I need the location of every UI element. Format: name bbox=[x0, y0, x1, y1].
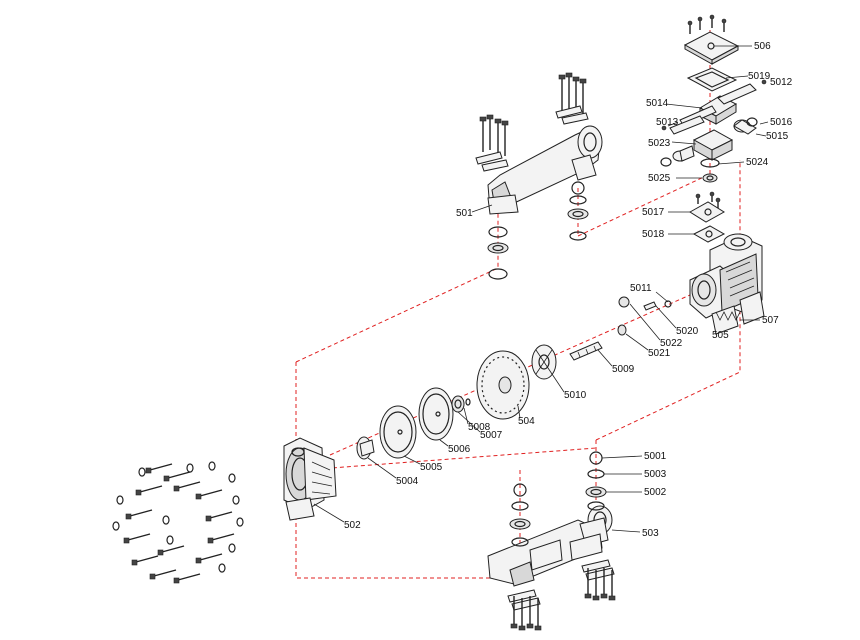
pilot-cover-5017 bbox=[689, 191, 725, 223]
label-5020: 5020 bbox=[676, 326, 699, 337]
label-5025: 5025 bbox=[648, 173, 671, 184]
spool-5013 bbox=[669, 115, 705, 135]
label-5008: 5008 bbox=[468, 422, 491, 433]
diaphragm-504 bbox=[476, 350, 530, 420]
label-5010: 5010 bbox=[564, 390, 587, 401]
label-5004: 5004 bbox=[396, 476, 419, 487]
label-5024: 5024 bbox=[746, 157, 769, 168]
label-5002: 5002 bbox=[644, 487, 667, 498]
label-5022: 5022 bbox=[660, 338, 683, 349]
outer-plate-5004 bbox=[356, 436, 375, 460]
label-5005: 5005 bbox=[420, 462, 443, 473]
label-5023: 5023 bbox=[648, 138, 671, 149]
label-501: 501 bbox=[456, 208, 473, 219]
callout-labels: 501 506 5019 5012 5014 5013 5016 5015 50… bbox=[344, 41, 793, 539]
label-5014: 5014 bbox=[646, 98, 669, 109]
upper-manifold-501 bbox=[487, 125, 603, 215]
label-505: 505 bbox=[712, 330, 729, 341]
muffler bbox=[660, 145, 695, 167]
flow-line-upper-right bbox=[577, 174, 709, 237]
upper-left-seat-stack bbox=[487, 181, 589, 280]
valve-block-5023 bbox=[692, 129, 734, 161]
valve-cover-screws bbox=[687, 14, 727, 34]
back-up-diaphragm-5005 bbox=[379, 405, 417, 459]
label-5007: 5007 bbox=[480, 430, 503, 441]
flow-line-upper-left bbox=[295, 205, 499, 363]
lower-manifold-bolts bbox=[507, 559, 616, 631]
gasket-5018 bbox=[692, 225, 726, 243]
label-504: 504 bbox=[518, 416, 535, 427]
label-5018: 5018 bbox=[642, 229, 665, 240]
label-5013: 5013 bbox=[656, 117, 679, 128]
label-5006: 5006 bbox=[448, 444, 471, 455]
label-5011: 5011 bbox=[630, 283, 652, 294]
callout-leaders bbox=[313, 45, 769, 533]
upper-manifold-bolts bbox=[475, 72, 589, 172]
air-valve-assembly bbox=[660, 14, 767, 243]
flow-line-left bbox=[295, 362, 525, 579]
diaphragm-5006 bbox=[418, 387, 454, 441]
lower-manifold-503 bbox=[487, 505, 613, 587]
label-507: 507 bbox=[762, 315, 779, 326]
inner-plate-5008 bbox=[451, 395, 471, 413]
label-5016: 5016 bbox=[770, 117, 793, 128]
spring-507 bbox=[715, 311, 741, 321]
label-5009: 5009 bbox=[612, 364, 635, 375]
label-5019: 5019 bbox=[748, 71, 771, 82]
assembly-flow-lines bbox=[295, 30, 741, 580]
label-5021: 5021 bbox=[648, 348, 671, 359]
label-5012: 5012 bbox=[770, 77, 793, 88]
shaft-5009 bbox=[569, 341, 603, 361]
label-5003: 5003 bbox=[644, 469, 667, 480]
shaft-bushings bbox=[617, 296, 672, 336]
outer-plate-5010 bbox=[531, 344, 557, 380]
label-506: 506 bbox=[754, 41, 771, 52]
clamp-bolt-set bbox=[112, 461, 244, 584]
left-chamber-502 bbox=[283, 437, 337, 521]
end-cap-5015 bbox=[733, 117, 758, 135]
label-5001: 5001 bbox=[644, 451, 667, 462]
label-5015: 5015 bbox=[766, 131, 789, 142]
center-block-505 bbox=[689, 233, 765, 335]
label-5017: 5017 bbox=[642, 207, 665, 218]
lower-seat-stack bbox=[509, 451, 607, 547]
gasket-5019 bbox=[686, 67, 738, 92]
label-503: 503 bbox=[642, 528, 659, 539]
label-502: 502 bbox=[344, 520, 361, 531]
